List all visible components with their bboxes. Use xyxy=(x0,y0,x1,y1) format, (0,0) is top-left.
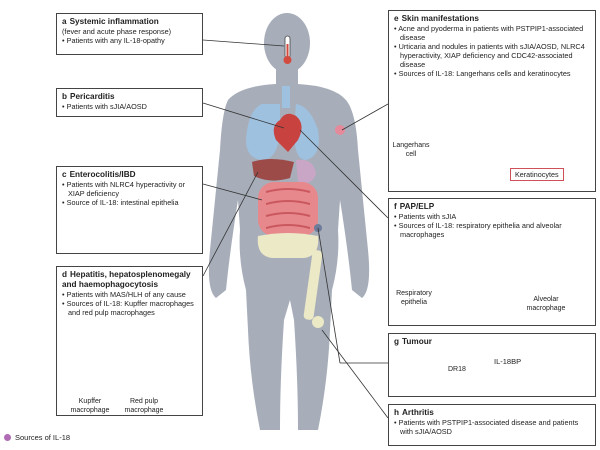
kupffer-label: Kupffer macrophage xyxy=(70,398,110,414)
panel-c-bullet-1: Patients with NLRC4 hyperactivity or XIA… xyxy=(62,180,197,198)
intestines xyxy=(258,182,318,236)
panel-a-letter: a xyxy=(62,17,67,26)
panel-e-bullet-2: Urticaria and nodules in patients with s… xyxy=(394,42,590,69)
stomach xyxy=(296,159,316,183)
liver xyxy=(252,159,294,181)
femur-bone xyxy=(303,250,324,328)
panel-e-letter: e xyxy=(394,14,399,23)
panel-e-title: Skin manifestations xyxy=(401,14,479,23)
panel-f-letter: f xyxy=(394,202,397,211)
panel-h-title: Arthritis xyxy=(402,408,434,417)
legend-label: Sources of IL-18 xyxy=(15,433,71,442)
panel-g-title: Tumour xyxy=(402,337,432,346)
pelvis xyxy=(257,233,319,258)
panel-d-bullet-2: Sources of IL-18: Kupffer macrophages an… xyxy=(62,299,197,317)
panel-c-letter: c xyxy=(62,170,67,179)
panel-d-title: Hepatitis, hepatosplenomegaly and haemop… xyxy=(62,270,191,289)
legend: Sources of IL-18 xyxy=(4,433,70,442)
dr18-label: DR18 xyxy=(448,366,466,373)
langerhans-label: Langerhans cell xyxy=(392,142,430,158)
panel-h-letter: h xyxy=(394,408,400,417)
panel-d-letter: d xyxy=(62,270,68,279)
red-pulp-label: Red pulp macrophage xyxy=(124,398,164,414)
panel-c-bullet-2: Source of IL-18: intestinal epithelia xyxy=(62,198,197,207)
lungs xyxy=(246,86,319,160)
panel-d-bullet-1: Patients with MAS/HLH of any cause xyxy=(62,290,197,299)
panel-f-bullet-2: Sources of IL-18: respiratory epithelia … xyxy=(394,221,590,239)
panel-a-bullet: Patients with any IL-18-opathy xyxy=(62,36,197,45)
panel-a-title: Systemic inflammation xyxy=(69,17,159,26)
thermometer-icon xyxy=(283,35,292,64)
panel-b-title: Pericarditis xyxy=(70,92,115,101)
panel-e-bullet-3: Sources of IL-18: Langerhans cells and k… xyxy=(394,69,590,78)
panel-f-title: PAP/ELP xyxy=(399,202,435,211)
panel-c-title: Enterocolitis/IBD xyxy=(69,170,136,179)
keratinocytes-label: Keratinocytes xyxy=(510,168,564,181)
heart xyxy=(273,113,302,152)
panel-a-subtitle: (fever and acute phase response) xyxy=(62,27,172,36)
panel-h-bullet: Patients with PSTPIP1-associated disease… xyxy=(394,418,590,436)
panel-e-bullet-1: Acne and pyoderma in patients with PSTPI… xyxy=(394,24,590,42)
panel-b-bullet: Patients with sJIA/AOSD xyxy=(62,102,197,111)
panel-f-bullet-1: Patients with sJIA xyxy=(394,212,590,221)
legend-dot xyxy=(4,434,11,441)
panel-b-letter: b xyxy=(62,92,68,101)
alveolar-macrophage-label: Alveolar macrophage xyxy=(526,296,566,312)
il18bp-label: IL-18BP xyxy=(494,357,522,366)
panel-g-letter: g xyxy=(394,337,400,346)
skin-spot xyxy=(335,125,345,135)
connector-lines xyxy=(202,39,389,419)
respiratory-epithelia-label: Respiratory epithelia xyxy=(396,290,432,306)
